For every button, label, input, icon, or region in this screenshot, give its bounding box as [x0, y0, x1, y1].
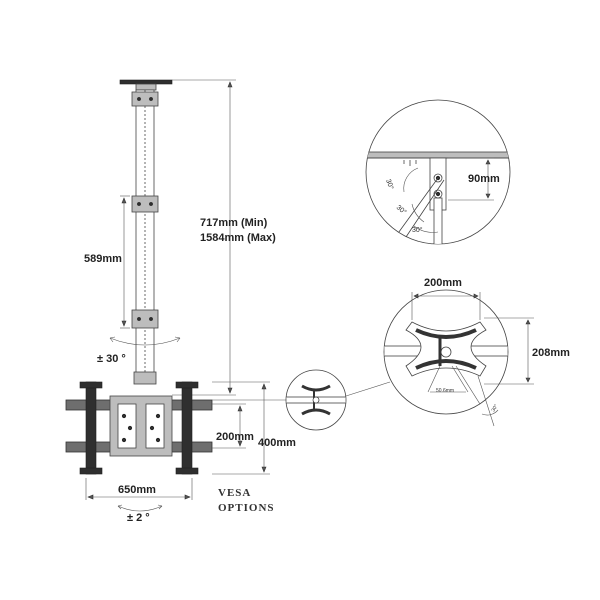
- pole-length-label: 589mm: [84, 253, 122, 265]
- angle-30-d-label: 30°: [491, 403, 500, 413]
- mount-front-view: [65, 79, 270, 512]
- leader-line-small-to-plate: [345, 381, 391, 397]
- angle-30-c-label: 30°: [412, 226, 423, 234]
- swivel-label: ± 30 °: [97, 353, 126, 365]
- small-joint-detail: [285, 369, 347, 431]
- ceiling-plate: [119, 79, 173, 85]
- min-height-label: 717mm (Min): [200, 217, 268, 229]
- angle-30-b-label: 30°: [395, 203, 408, 216]
- height-208-label: 208mm: [532, 347, 570, 359]
- right-arm: [181, 381, 193, 475]
- vesa-400-label: 400mm: [258, 437, 296, 449]
- left-arm: [85, 381, 97, 475]
- width-650-label: 650mm: [118, 484, 156, 496]
- tilt-label: ± 2 °: [127, 512, 150, 524]
- vesa-200-label: 200mm: [216, 431, 254, 443]
- angle-30-a-label: 30°: [384, 178, 395, 191]
- small-dim-label: 50.6mm: [436, 388, 454, 394]
- vesa-plate-detail: [383, 289, 534, 427]
- vesa-title-line1: VESA: [218, 487, 251, 499]
- max-height-label: 1584mm (Max): [200, 232, 276, 244]
- swivel-arc: [109, 337, 181, 346]
- top-90-label: 90mm: [468, 173, 500, 185]
- tilt-arc: [117, 505, 163, 512]
- ceiling-joint-detail: [365, 99, 511, 245]
- width-200-label: 200mm: [424, 277, 462, 289]
- vesa-title-line2: OPTIONS: [218, 502, 275, 514]
